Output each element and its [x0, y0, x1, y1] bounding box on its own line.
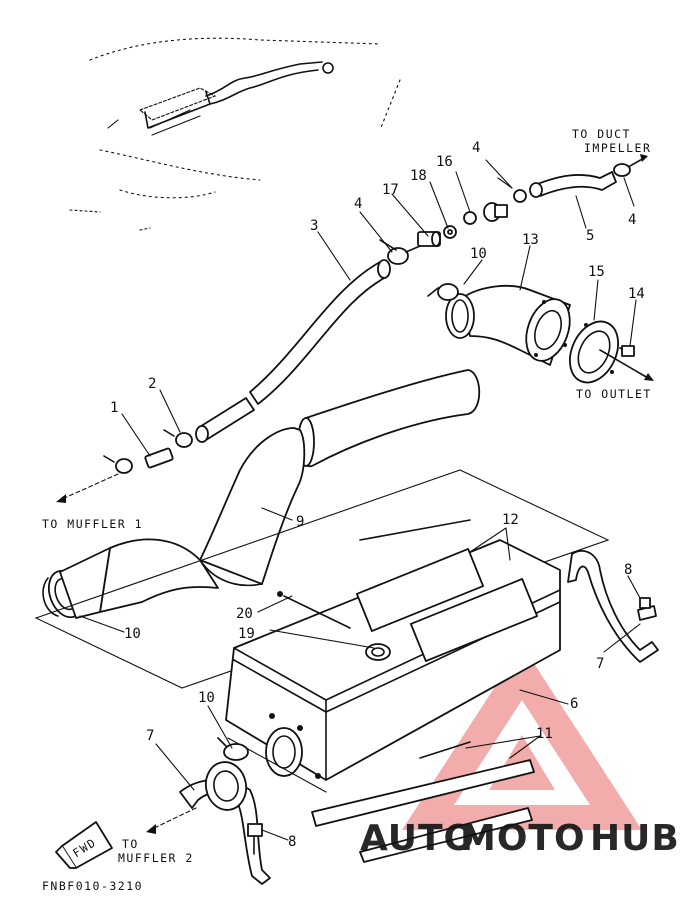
callout-2: 2	[148, 376, 156, 392]
callout-15: 15	[588, 264, 605, 280]
callout-4b: 4	[472, 140, 480, 156]
watermark-auto: AUTO	[360, 818, 475, 859]
callout-8a: 8	[624, 562, 632, 578]
outlet-arrow	[599, 349, 654, 381]
callout-10a: 10	[124, 626, 141, 642]
callout-7b: 7	[596, 656, 604, 672]
craft-outline-sketch	[69, 37, 401, 231]
watermark-moto: MOTO	[460, 818, 586, 859]
muffler-box	[34, 469, 610, 793]
caption-to: TO	[122, 837, 139, 851]
callout-10b: 10	[198, 690, 215, 706]
callout-6: 6	[570, 696, 578, 712]
callout-9: 9	[296, 514, 304, 530]
caption-to-duct: TO DUCT	[572, 127, 631, 141]
hose-5	[497, 154, 648, 203]
caption-to-outlet: TO OUTLET	[576, 387, 652, 401]
callout-3: 3	[310, 218, 318, 234]
callout-13: 13	[522, 232, 539, 248]
callout-17: 17	[382, 182, 399, 198]
callout-16: 16	[436, 154, 453, 170]
caption-impeller: IMPELLER	[584, 141, 651, 155]
fwd-arrow	[55, 821, 113, 869]
figure-code: FNBF010-3210	[42, 879, 143, 893]
gasket-15	[569, 320, 635, 384]
callout-12: 12	[502, 512, 519, 528]
callout-18: 18	[410, 168, 427, 184]
captions: TO DUCT IMPELLER TO OUTLET TO MUFFLER 1 …	[42, 127, 652, 893]
watermark-text: AUTO MOTO HUB	[360, 818, 680, 859]
callout-20: 20	[236, 606, 253, 622]
callout-4c: 4	[628, 212, 636, 228]
strap-7-right	[567, 549, 659, 663]
caption-to-muffler-1: TO MUFFLER 1	[42, 517, 143, 531]
plates-11	[311, 741, 535, 863]
callout-7a: 7	[146, 728, 154, 744]
elbow-joint-13	[427, 283, 571, 366]
muffler-2-arrow	[146, 807, 197, 834]
callout-5: 5	[586, 228, 594, 244]
callout-1: 1	[110, 400, 118, 416]
strap-7-left	[179, 737, 271, 885]
leader-lines	[79, 159, 641, 841]
caption-muffler-2: MUFFLER 2	[118, 851, 194, 865]
callout-10c: 10	[470, 246, 487, 262]
callout-11: 11	[536, 726, 553, 742]
callout-4a: 4	[354, 196, 362, 212]
fittings-16-17-18	[379, 202, 508, 265]
callout-8b: 8	[288, 834, 296, 850]
callout-19: 19	[238, 626, 255, 642]
callout-14: 14	[628, 286, 645, 302]
hose-9	[42, 369, 481, 619]
watermark-hub: HUB	[590, 818, 680, 859]
callout-numbers: 1 2 3 4 4 4 5 6 7 7 8 8 9 10 10 10 11 12…	[110, 140, 645, 850]
hose-3	[249, 259, 391, 405]
fittings-1-2	[56, 397, 255, 503]
